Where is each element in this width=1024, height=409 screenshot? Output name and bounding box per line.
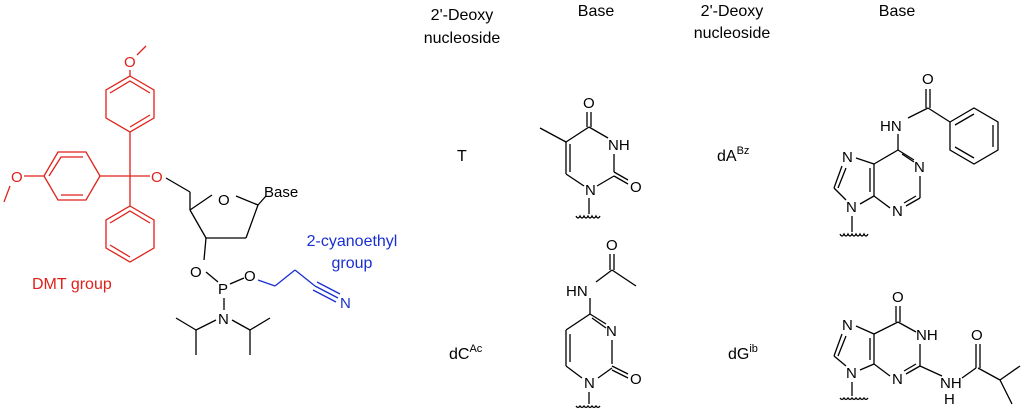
guanine-n1h: NH [916, 327, 938, 344]
sugar-ring-o: O [218, 192, 230, 209]
cytosine-n4h: HN [566, 283, 588, 300]
cytosine-base-structure: O HN N O N [565, 237, 642, 409]
guanine-n2h: NH [940, 375, 962, 392]
cytosine-acetyl-o: O [606, 237, 618, 254]
header-nucleoside-1-line1: 2'-Deoxy [431, 7, 494, 24]
cytosine-n1: N [584, 375, 595, 392]
guanine-n7: N [842, 317, 853, 334]
cyanoethyl-caption-line2: group [332, 255, 373, 272]
adenine-benzoyl-o: O [922, 71, 934, 88]
guanine-base-structure: O NH N N N NH H O [833, 289, 1021, 408]
label-dG: dGib [728, 343, 758, 363]
cytosine-n3: N [606, 323, 617, 340]
adenine-n3: N [892, 203, 903, 220]
cyanoethyl-group-structure: N [257, 269, 351, 312]
thymine-o2: O [630, 179, 642, 196]
header-nucleoside-1-line2: nucleoside [424, 30, 501, 47]
dmt-top-methoxy-o: O [124, 54, 136, 71]
header-base-1: Base [578, 3, 615, 20]
guanine-n3: N [892, 371, 903, 388]
cytosine-o2: O [630, 371, 642, 388]
thymine-n1: N [585, 182, 596, 199]
thymine-o4: O [583, 95, 595, 112]
dmt-group-caption: DMT group [32, 276, 112, 293]
cyanoethyl-o: O [244, 268, 256, 285]
amine-n: N [218, 311, 229, 328]
nucleoside-labels: T dABz dCAc dGib [449, 145, 758, 363]
thymine-n3h: NH [608, 137, 630, 154]
adenine-n9: N [846, 199, 857, 216]
sugar-base-label: Base [264, 184, 298, 201]
adenine-n7: N [842, 149, 853, 166]
header-base-2: Base [879, 3, 916, 20]
guanine-n9: N [846, 365, 857, 382]
header-nucleoside-2-line1: 2'-Deoxy [701, 3, 764, 20]
guanine-o6: O [892, 289, 904, 306]
deoxyribose-sugar: O Base O P O N [175, 184, 298, 355]
label-dA: dABz [717, 145, 749, 165]
adenine-n6h: HN [880, 118, 902, 135]
dmt-left-methoxy-o: O [11, 169, 23, 186]
adenine-base-structure: O HN N N N N [833, 71, 999, 237]
thymine-base-structure: O NH O N [539, 95, 642, 219]
header-nucleoside-2-line2: nucleoside [694, 25, 771, 42]
label-dC: dCAc [449, 343, 483, 363]
phosphorus-p: P [218, 281, 228, 298]
dmt-ether-o: O [151, 169, 163, 186]
guanine-isobutyryl-o: O [971, 327, 983, 344]
cyanoethyl-caption-line1: 2-cyanoethyl [307, 233, 398, 250]
dmt-group-structure: O O O [3, 45, 191, 263]
nitrile-n: N [340, 295, 351, 312]
label-T: T [457, 148, 467, 165]
column-headers: 2'-Deoxy nucleoside Base 2'-Deoxy nucleo… [424, 3, 916, 47]
phosphite-o: O [190, 264, 202, 281]
guanine-n2-h: H [944, 391, 955, 408]
adenine-n1: N [914, 159, 925, 176]
